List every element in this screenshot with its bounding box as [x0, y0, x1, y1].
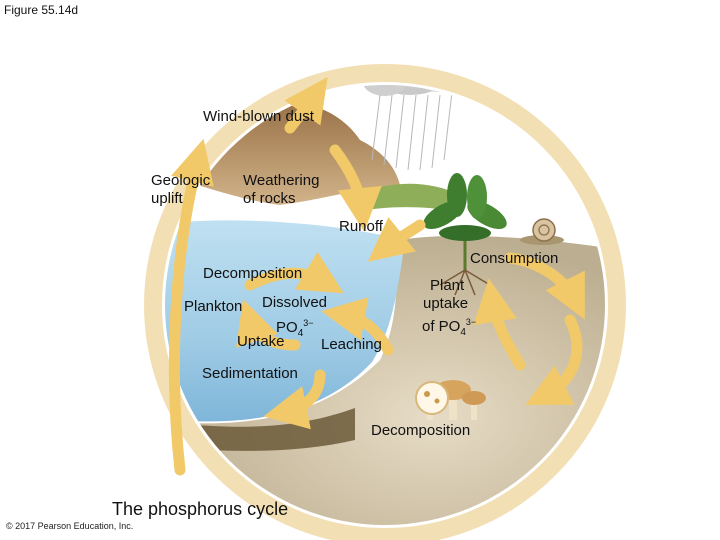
po4-superscript: 3−	[303, 318, 313, 328]
label-plankton: Plankton	[184, 298, 242, 316]
label-wind-blown-dust: Wind-blown dust	[203, 108, 314, 126]
diagram-title: The phosphorus cycle	[112, 499, 288, 520]
plant-uptake-line3: of PO43−	[422, 313, 476, 342]
plant-uptake-line1: Plant	[430, 277, 476, 295]
po4-subscript: 4	[298, 328, 304, 339]
label-wind-blown-dust-text: Wind-blown dust	[203, 108, 314, 125]
plant-uptake-of: of PO	[422, 318, 460, 335]
label-geologic-uplift: Geologic uplift	[151, 172, 225, 208]
label-geologic-uplift-text: Geologic uplift	[151, 172, 225, 208]
figure-label: Figure 55.14d	[4, 3, 78, 17]
label-decomposition-soil: Decomposition	[371, 422, 470, 440]
label-plant-uptake: Plant uptake of PO43−	[430, 277, 476, 342]
label-decomposition-water: Decomposition	[203, 265, 302, 283]
label-sedimentation: Sedimentation	[202, 365, 298, 383]
copyright-credit: © 2017 Pearson Education, Inc.	[6, 521, 133, 531]
plant-po4-subscript: 4	[460, 327, 466, 338]
plant-uptake-line2: uptake	[423, 295, 476, 313]
plant-po4-superscript: 3−	[466, 317, 476, 327]
label-runoff: Runoff	[339, 218, 383, 236]
label-uptake: Uptake	[237, 333, 285, 351]
label-weathering: Weathering of rocks	[243, 172, 335, 208]
label-dissolved: Dissolved	[262, 294, 327, 312]
label-consumption: Consumption	[470, 250, 558, 268]
label-weathering-text: Weathering of rocks	[243, 172, 335, 208]
label-leaching: Leaching	[321, 336, 382, 354]
decomposer-bubble	[416, 382, 448, 414]
